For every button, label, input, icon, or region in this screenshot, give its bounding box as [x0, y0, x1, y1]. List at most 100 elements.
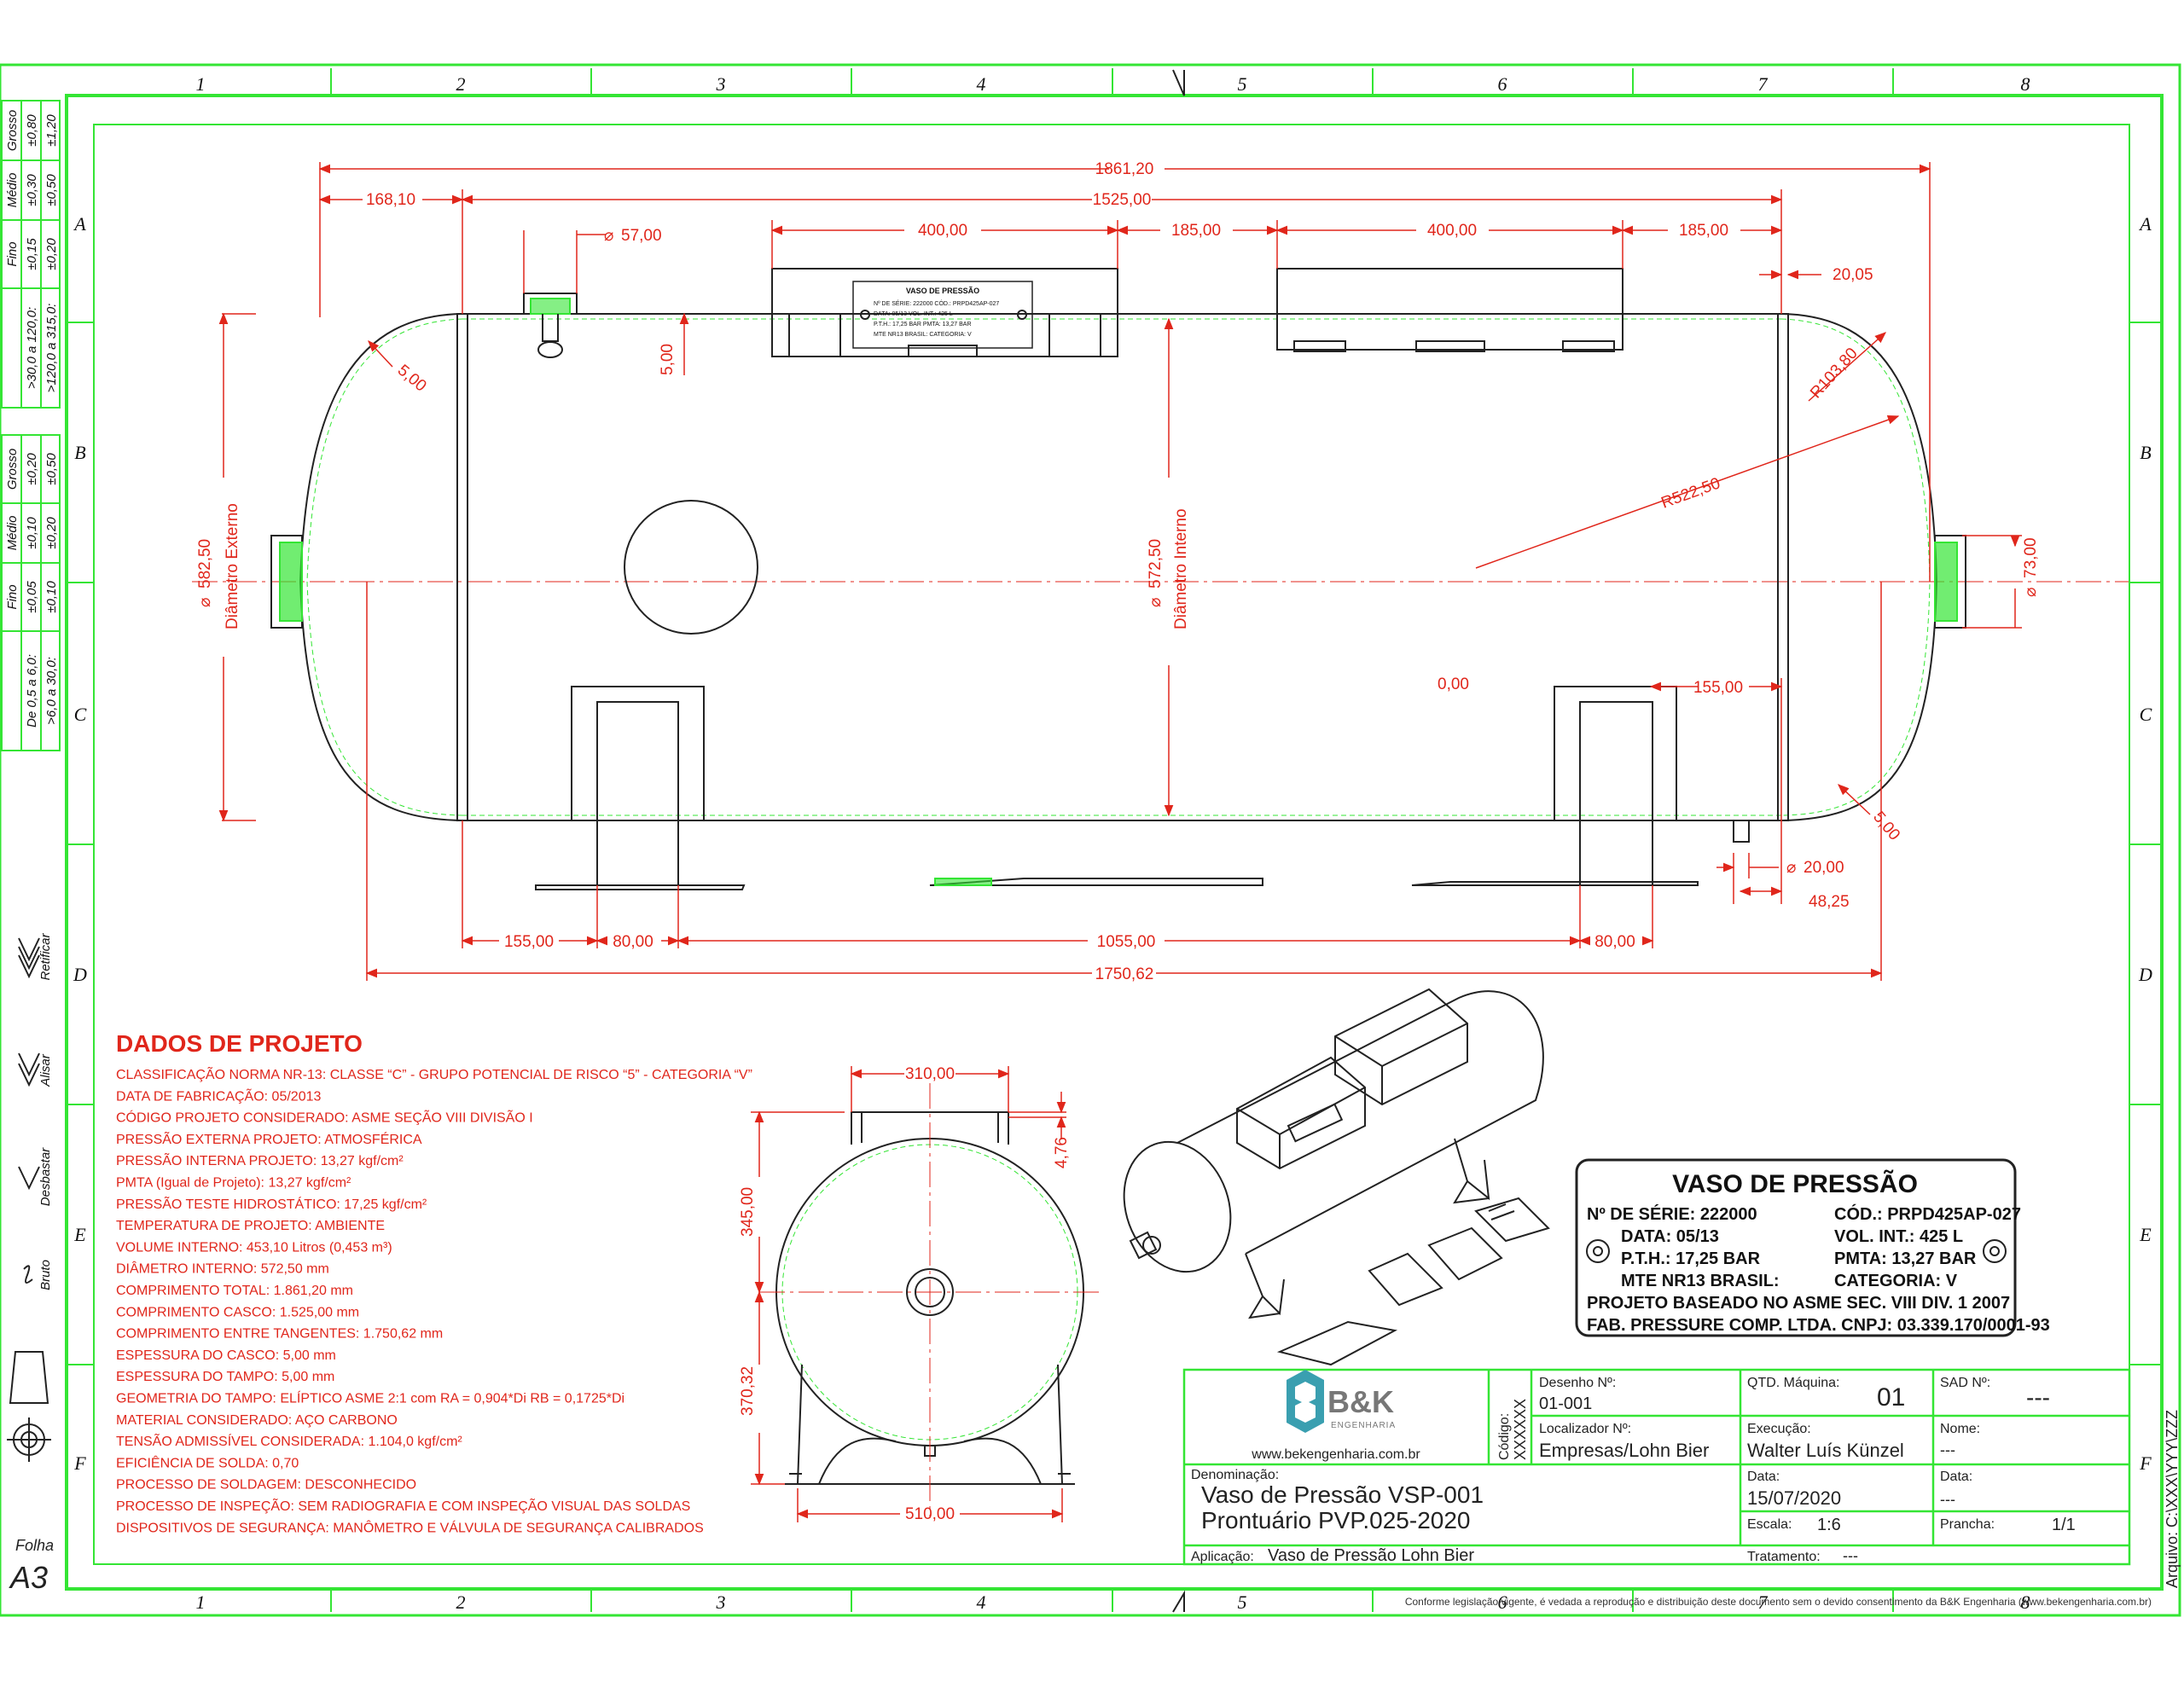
svg-text:---: --- — [2026, 1384, 2050, 1411]
dim-foot-left-width: 80,00 — [613, 933, 653, 951]
svg-text:DATA: 05/13: DATA: 05/13 — [1621, 1227, 1719, 1246]
dim-wall-top: 5,00 — [659, 344, 677, 375]
svg-text:PMTA: 13,27 BAR: PMTA: 13,27 BAR — [1834, 1249, 1977, 1268]
svg-text:VASO DE PRESSÃO: VASO DE PRESSÃO — [906, 287, 979, 295]
column-label: 3 — [716, 73, 726, 95]
row-label: A — [2138, 213, 2152, 235]
tolerance-range: >120,0 a 315,0: — [44, 304, 59, 393]
tolerance-value: ±0,50 — [44, 174, 59, 206]
svg-text:P.T.H.: 17,25 BAR: P.T.H.: 17,25 BAR — [1621, 1249, 1761, 1268]
row-label: F — [2139, 1452, 2152, 1474]
column-label: 1 — [196, 73, 206, 95]
design-data-line: CLASSIFICAÇÃO NORMA NR-13: CLASSE “C” - … — [116, 1065, 752, 1082]
column-label: 8 — [2021, 73, 2030, 95]
dim-total-length: 1861,20 — [1095, 160, 1154, 178]
tolerance-table-linear — [1, 100, 61, 409]
tolerance-value: ±0,20 — [44, 517, 59, 549]
column-label: 5 — [1238, 73, 1247, 95]
dim-foot-right-width: 80,00 — [1594, 933, 1635, 951]
tolerance-header: Fino — [5, 241, 20, 266]
iso-foot-left — [1245, 1253, 1285, 1316]
arquivo-path: Arquivo: C:\XXX\YYY\ZZZ — [2164, 1410, 2181, 1588]
svg-text:Data:: Data: — [1747, 1470, 1780, 1484]
iso-foot-right — [1454, 1138, 1490, 1201]
tolerance-range: >30,0 a 120,0: — [25, 307, 39, 389]
left-foot — [571, 686, 705, 820]
design-data-line: PRESSÃO EXTERNA PROJETO: ATMOSFÉRICA — [116, 1130, 422, 1147]
dim-plate2: 400,00 — [1427, 222, 1477, 240]
row-label: B — [74, 442, 85, 463]
tolerance-header: Médio — [5, 516, 20, 551]
retificar-icon — [18, 937, 40, 979]
svg-text:1:6: 1:6 — [1817, 1516, 1841, 1534]
nameplate-title: VASO DE PRESSÃO — [1672, 1169, 1918, 1198]
tolerance-value: ±0,15 — [25, 238, 39, 270]
dim-outlet-dia: 73,00 — [2022, 537, 2040, 578]
dim-zero: 0,00 — [1438, 675, 1469, 693]
design-data-title: DADOS DE PROJETO — [116, 1030, 363, 1057]
row-label: C — [74, 704, 87, 725]
row-label: A — [73, 213, 86, 235]
svg-text:P.T.H.: 17,25 BAR PMTA: 13,2: P.T.H.: 17,25 BAR PMTA: 13,27 BAR — [874, 322, 972, 328]
dim-plate-right-gap: 185,00 — [1679, 222, 1728, 240]
alisar-icon — [18, 1052, 40, 1087]
surface-label: Bruto — [38, 1260, 53, 1290]
footer-notice: Conforme legislação vigente, é vedada a … — [1405, 1596, 2152, 1608]
nameplate-mini — [852, 281, 1033, 349]
tolerance-value: ±1,20 — [44, 114, 59, 147]
dim-outer-dia-symbol: ⌀ — [196, 598, 214, 607]
row-label: F — [73, 1452, 86, 1474]
svg-text:⌀: ⌀ — [604, 227, 613, 245]
iso-plate-1 — [1236, 1056, 1366, 1170]
desbastar-icon — [18, 1166, 40, 1191]
dim-foot-right-offset: 155,00 — [1693, 679, 1743, 697]
column-label: 2 — [456, 73, 466, 95]
design-data: DADOS DE PROJETO CLASSIFICAÇÃO NORMA NR-… — [116, 1030, 752, 1535]
row-label: D — [2138, 964, 2152, 985]
svg-text:1/1: 1/1 — [2052, 1516, 2076, 1534]
svg-text:01: 01 — [1877, 1383, 1905, 1412]
tolerance-value: ±0,80 — [25, 114, 39, 147]
design-data-line: CÓDIGO PROJETO CONSIDERADO: ASME SEÇÃO V… — [116, 1109, 533, 1126]
cone-projection-icon — [9, 1351, 49, 1404]
design-data-line: ESPESSURA DO CASCO: 5,00 mm — [116, 1348, 336, 1363]
svg-text:VOL. INT.: 425 L: VOL. INT.: 425 L — [1834, 1227, 1963, 1246]
dim-r-small: R103,80 — [1807, 345, 1862, 402]
bruto-icon — [23, 1265, 33, 1284]
svg-text:SAD Nº:: SAD Nº: — [1940, 1376, 1990, 1390]
svg-text:Tratamento:: Tratamento: — [1747, 1550, 1821, 1564]
column-label: 7 — [1758, 73, 1769, 95]
title-block-texts: Código: XXXXXX Desenho Nº: 01-001 QTD. M… — [1191, 1376, 2076, 1565]
logo-text: B&K — [1327, 1384, 1394, 1419]
svg-text:---: --- — [1940, 1491, 1955, 1508]
design-data-line: PROCESSO DE INSPEÇÃO: SEM RADIOGRAFIA E … — [116, 1497, 690, 1514]
design-data-line: GEOMETRIA DO TAMPO: ELÍPTICO ASME 2:1 co… — [116, 1390, 624, 1406]
svg-text:Nº DE SÉRIE: 222000: Nº DE SÉRIE: 222000 — [1587, 1204, 1757, 1224]
svg-text:CÓD.: PRPD425AP-027: CÓD.: PRPD425AP-027 — [1834, 1203, 2021, 1224]
design-data-line: PMTA (Igual de Projeto): 13,27 kgf/cm² — [116, 1176, 351, 1191]
nameplate-large: VASO DE PRESSÃO Nº DE SÉRIE: 222000 CÓD.… — [1575, 1158, 2050, 1337]
dim-drain-pos: 48,25 — [1809, 893, 1850, 911]
dim-outer-label: Diâmetro Externo — [224, 503, 241, 629]
dim-side-lower: 370,32 — [739, 1366, 757, 1416]
right-foot — [1554, 686, 1677, 820]
column-label: 2 — [456, 1591, 466, 1613]
svg-text:Denominação:: Denominação: — [1191, 1468, 1279, 1482]
side-top-plate — [851, 1111, 1009, 1145]
svg-text:MTE NR13 BRASIL:: MTE NR13 BRASIL: — [1621, 1272, 1780, 1290]
left-head — [299, 313, 463, 821]
svg-text:Código:: Código: — [1497, 1413, 1512, 1460]
svg-text:Vaso de Pressão Lohn Bier: Vaso de Pressão Lohn Bier — [1268, 1546, 1474, 1565]
tolerance-value: ±0,50 — [44, 453, 59, 485]
column-label: 6 — [1498, 1591, 1507, 1613]
design-data-line: PRESSÃO TESTE HIDROSTÁTICO: 17,25 kgf/cm… — [116, 1195, 427, 1212]
column-label: 3 — [716, 1591, 726, 1613]
design-data-line: TENSÃO ADMISSÍVEL CONSIDERADA: 1.104,0 k… — [116, 1432, 462, 1449]
tolerance-value: ±0,20 — [25, 453, 39, 485]
dimension-lines — [218, 162, 2022, 981]
column-label: 7 — [1758, 1591, 1769, 1613]
